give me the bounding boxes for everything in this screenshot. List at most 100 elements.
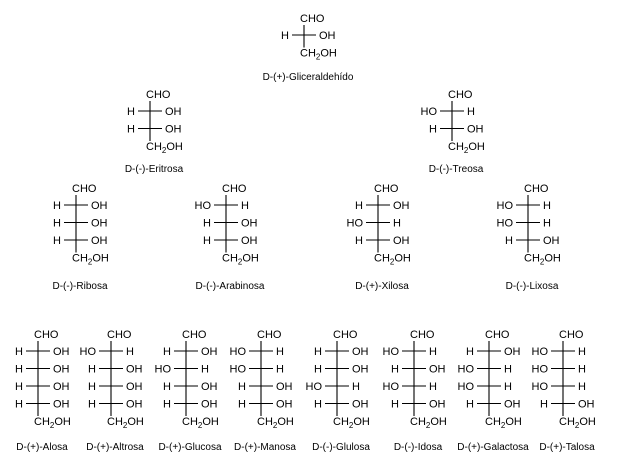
left-substituent: HO [80, 346, 97, 358]
bottom-group-altrosa: CH2OH [107, 416, 144, 430]
right-substituent: OH [201, 346, 218, 358]
right-substituent: OH [393, 235, 410, 247]
top-group-manosa: CHO [257, 329, 282, 341]
left-substituent: H [53, 235, 61, 247]
left-substituent: H [88, 399, 96, 411]
left-substituent: H [314, 399, 322, 411]
top-group-glulosa: CHO [333, 329, 358, 341]
right-substituent: OH [91, 218, 108, 230]
left-substituent: H [203, 218, 211, 230]
molecule-name: D-(+)-Glucosa [158, 442, 222, 453]
right-substituent: H [543, 218, 551, 230]
left-substituent: H [163, 346, 171, 358]
bottom-group-manosa: CH2OH [257, 416, 294, 430]
right-substituent: OH [126, 381, 143, 393]
right-substituent: H [126, 346, 134, 358]
left-substituent: H [15, 381, 23, 393]
right-substituent: OH [467, 124, 484, 136]
left-substituent: H [505, 235, 513, 247]
molecule-name: D-(-)-Ribosa [53, 281, 108, 292]
right-substituent: OH [276, 399, 293, 411]
right-substituent: H [578, 381, 586, 393]
left-substituent: HO [532, 381, 549, 393]
right-substituent: OH [126, 399, 143, 411]
top-group-talosa: CHO [559, 329, 584, 341]
left-substituent: H [391, 364, 399, 376]
right-substituent: OH [352, 399, 369, 411]
left-substituent: HO [347, 218, 364, 230]
right-substituent: H [504, 364, 512, 376]
left-substituent: H [15, 399, 23, 411]
right-substituent: OH [543, 235, 560, 247]
right-substituent: OH [201, 381, 218, 393]
right-substituent: OH [53, 399, 70, 411]
bottom-group-lixosa: CH2OH [524, 253, 561, 267]
right-substituent: OH [91, 200, 108, 212]
bottom-group-xilosa: CH2OH [374, 253, 411, 267]
left-substituent: HO [532, 346, 549, 358]
left-substituent: HO [383, 381, 400, 393]
right-substituent: OH [429, 399, 446, 411]
left-substituent: H [281, 30, 289, 42]
right-substituent: OH [91, 235, 108, 247]
bottom-group-arabinosa: CH2OH [222, 253, 259, 267]
bottom-group-talosa: CH2OH [559, 416, 596, 430]
right-substituent: OH [393, 200, 410, 212]
molecule-name: D-(+)-Galactosa [457, 442, 529, 453]
left-substituent: HO [458, 364, 475, 376]
top-group-altrosa: CHO [107, 329, 132, 341]
right-substituent: OH [578, 399, 595, 411]
right-substituent: OH [504, 399, 521, 411]
left-substituent: H [88, 364, 96, 376]
molecule-name: D-(-)-Arabinosa [196, 281, 265, 292]
bottom-group-idosa: CH2OH [410, 416, 447, 430]
left-substituent: HO [421, 106, 438, 118]
top-group-ribosa: CHO [72, 183, 97, 195]
right-substituent: H [276, 364, 284, 376]
right-substituent: OH [241, 218, 258, 230]
right-substituent: OH [429, 364, 446, 376]
left-substituent: HO [383, 346, 400, 358]
bottom-group-gliceraldehido: CH2OH [300, 48, 337, 62]
molecule-name: D-(+)-Talosa [539, 442, 595, 453]
right-substituent: OH [165, 124, 182, 136]
left-substituent: HO [230, 364, 247, 376]
right-substituent: OH [352, 364, 369, 376]
left-substituent: H [238, 381, 246, 393]
top-group-idosa: CHO [410, 329, 435, 341]
right-substituent: H [543, 200, 551, 212]
bottom-group-treosa: CH2OH [448, 141, 485, 155]
right-substituent: H [201, 364, 209, 376]
top-group-galactosa: CHO [485, 329, 510, 341]
left-substituent: H [314, 346, 322, 358]
right-substituent: OH [53, 381, 70, 393]
left-substituent: H [15, 346, 23, 358]
bottom-group-glucosa: CH2OH [182, 416, 219, 430]
left-substituent: H [238, 399, 246, 411]
molecule-name: D-(+)-Alosa [16, 442, 68, 453]
right-substituent: H [352, 381, 360, 393]
bottom-group-ribosa: CH2OH [72, 253, 109, 267]
left-substituent: HO [230, 346, 247, 358]
left-substituent: HO [306, 381, 323, 393]
molecule-name: D-(+)-Manosa [234, 442, 296, 453]
top-group-xilosa: CHO [374, 183, 399, 195]
top-group-lixosa: CHO [524, 183, 549, 195]
left-substituent: H [355, 235, 363, 247]
right-substituent: H [578, 364, 586, 376]
right-substituent: H [429, 381, 437, 393]
left-substituent: H [466, 346, 474, 358]
left-substituent: H [203, 235, 211, 247]
right-substituent: H [429, 346, 437, 358]
right-substituent: OH [241, 235, 258, 247]
molecule-name: D-(+)-Altrosa [86, 442, 144, 453]
right-substituent: OH [352, 346, 369, 358]
left-substituent: HO [458, 381, 475, 393]
top-group-gliceraldehido: CHO [300, 13, 325, 25]
